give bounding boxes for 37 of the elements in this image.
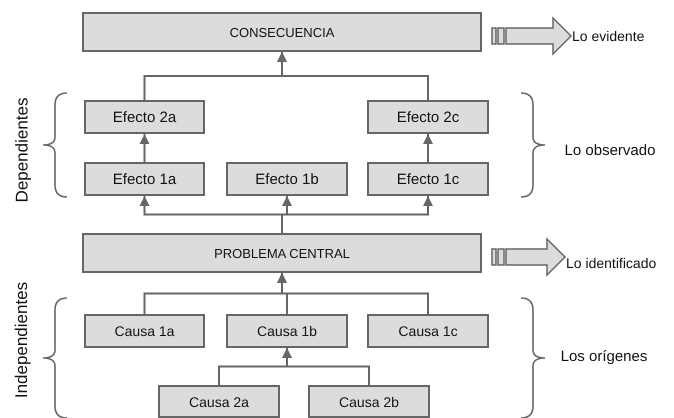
box-label: Efecto 2a bbox=[112, 108, 176, 126]
box-label: Efecto 1b bbox=[255, 170, 319, 188]
box-label: Causa 2a bbox=[189, 394, 249, 410]
process-box bbox=[84, 100, 205, 134]
box-label: PROBLEMA CENTRAL bbox=[214, 246, 350, 260]
process-box bbox=[308, 385, 430, 418]
box-label: Causa 2b bbox=[339, 394, 399, 410]
process-box bbox=[367, 162, 489, 196]
box-label: CONSECUENCIA bbox=[230, 24, 334, 40]
group-label: Dependientes bbox=[12, 98, 32, 202]
box-label: Causa 1b bbox=[257, 323, 317, 339]
box-label: Efecto 1c bbox=[396, 170, 460, 188]
process-box bbox=[226, 314, 348, 348]
outcome-label: Lo evidente bbox=[572, 28, 644, 44]
process-box bbox=[367, 314, 489, 348]
group-description: Los orígenes bbox=[560, 348, 648, 364]
process-box bbox=[84, 314, 205, 348]
process-box bbox=[226, 162, 348, 196]
arrow bbox=[423, 134, 433, 162]
outcome-label: Lo identificado bbox=[566, 255, 656, 271]
process-box bbox=[158, 385, 280, 418]
arrow bbox=[140, 134, 150, 162]
box-label: Efecto 2c bbox=[396, 108, 460, 126]
process-box bbox=[82, 12, 482, 52]
block-arrow bbox=[491, 237, 566, 277]
block-arrow bbox=[491, 16, 572, 56]
group-label: Independientes bbox=[12, 282, 32, 398]
box-label: Causa 1a bbox=[114, 323, 174, 339]
group-description: Lo observado bbox=[564, 142, 656, 158]
process-box bbox=[84, 162, 205, 196]
arrow bbox=[277, 52, 429, 100]
process-box bbox=[367, 100, 489, 134]
arrow bbox=[282, 348, 370, 385]
arrow bbox=[277, 273, 429, 314]
box-label: Efecto 1a bbox=[112, 170, 176, 188]
box-label: Causa 1c bbox=[398, 323, 458, 339]
process-box bbox=[82, 233, 482, 273]
